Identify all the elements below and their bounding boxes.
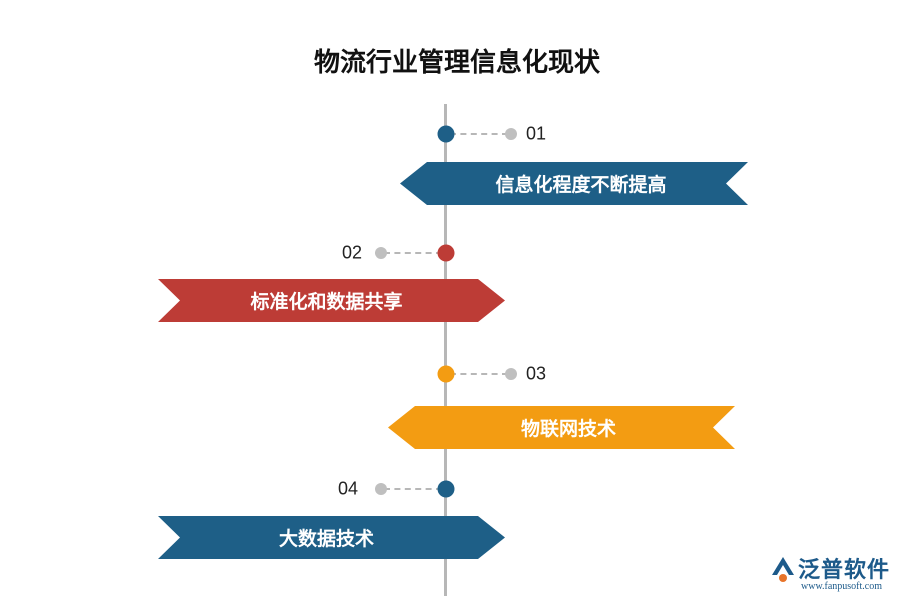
item-number: 03 [526, 363, 547, 384]
brand-logo: 泛普软件 www.fanpusoft.com [768, 551, 893, 595]
item-label: 信息化程度不断提高 [495, 174, 667, 196]
timeline-axis [444, 104, 447, 596]
item-banner: 标准化和数据共享 [158, 279, 505, 322]
item-number: 04 [338, 478, 359, 499]
item-label: 标准化和数据共享 [250, 291, 403, 313]
timeline-node [437, 244, 455, 262]
timeline-node [437, 365, 455, 383]
connector-dashes [384, 488, 442, 490]
logo-url: www.fanpusoft.com [801, 581, 883, 592]
connector-dashes [450, 133, 508, 135]
item-label: 大数据技术 [278, 528, 374, 550]
item-number: 02 [342, 242, 363, 263]
item-banner: 信息化程度不断提高 [400, 162, 748, 205]
connector-end-dot [505, 368, 517, 380]
timeline-node [437, 480, 455, 498]
logo-name: 泛普软件 [798, 558, 891, 583]
connector-end-dot [375, 247, 387, 259]
connector-dashes [450, 373, 508, 375]
connector-end-dot [375, 483, 387, 495]
item-label: 物联网技术 [520, 418, 616, 440]
connector-dashes [384, 252, 442, 254]
item-banner: 物联网技术 [388, 406, 735, 449]
logo-icon [772, 557, 794, 582]
diagram-title: 物流行业管理信息化现状 [313, 48, 600, 78]
connector-end-dot [505, 128, 517, 140]
item-number: 01 [526, 123, 547, 144]
item-banner: 大数据技术 [158, 516, 505, 559]
timeline-node [437, 125, 455, 143]
